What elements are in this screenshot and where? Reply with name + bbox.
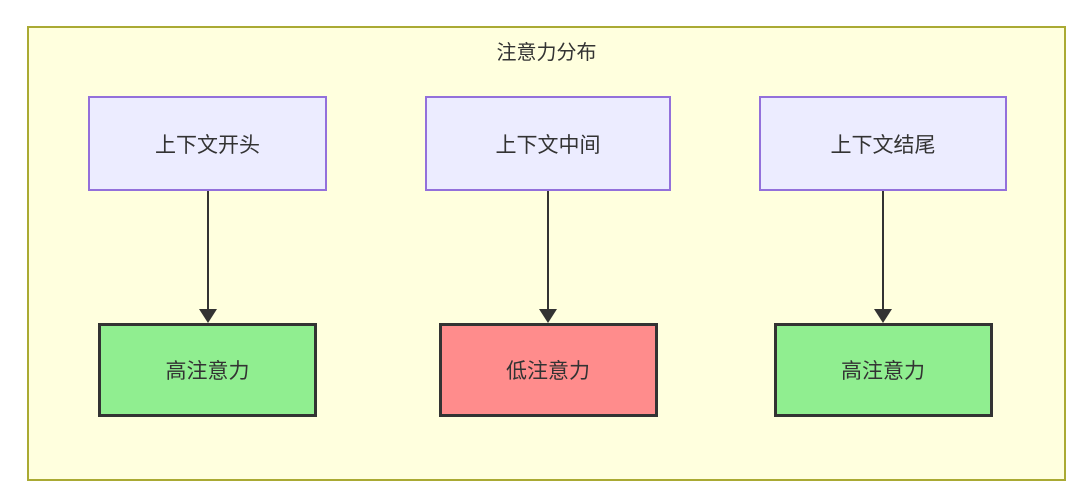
node-high-attention-2: 高注意力 — [773, 323, 993, 417]
attention-distribution-cluster: 注意力分布 上下文开头 高注意力 上下文中间 低注意力 — [27, 26, 1066, 481]
arrow-head-icon — [198, 309, 217, 323]
node-high-attention-1-label: 高注意力 — [165, 360, 250, 383]
cluster-title: 注意力分布 — [496, 42, 597, 64]
node-context-start: 上下文开头 — [88, 96, 327, 191]
node-context-end: 上下文结尾 — [759, 96, 1007, 191]
node-high-attention-1: 高注意力 — [98, 323, 317, 417]
node-low-attention-label: 低注意力 — [506, 360, 590, 383]
arrow-line — [206, 191, 209, 310]
column-context-middle: 上下文中间 低注意力 — [425, 96, 671, 417]
arrow-down-icon — [539, 191, 557, 323]
column-context-start: 上下文开头 高注意力 — [88, 96, 327, 417]
column-context-end: 上下文结尾 高注意力 — [759, 96, 1007, 417]
node-low-attention: 低注意力 — [438, 323, 658, 417]
node-context-middle: 上下文中间 — [425, 96, 671, 191]
arrow-head-icon — [874, 309, 892, 323]
node-high-attention-2-label: 高注意力 — [841, 360, 925, 383]
arrow-down-icon — [874, 191, 892, 323]
node-context-start-label: 上下文开头 — [155, 133, 260, 157]
node-context-end-label: 上下文结尾 — [830, 133, 936, 157]
arrow-line — [547, 191, 549, 310]
node-context-middle-label: 上下文中间 — [495, 133, 601, 157]
arrow-down-icon — [198, 191, 217, 323]
arrow-head-icon — [539, 309, 557, 323]
arrow-line — [882, 191, 884, 310]
